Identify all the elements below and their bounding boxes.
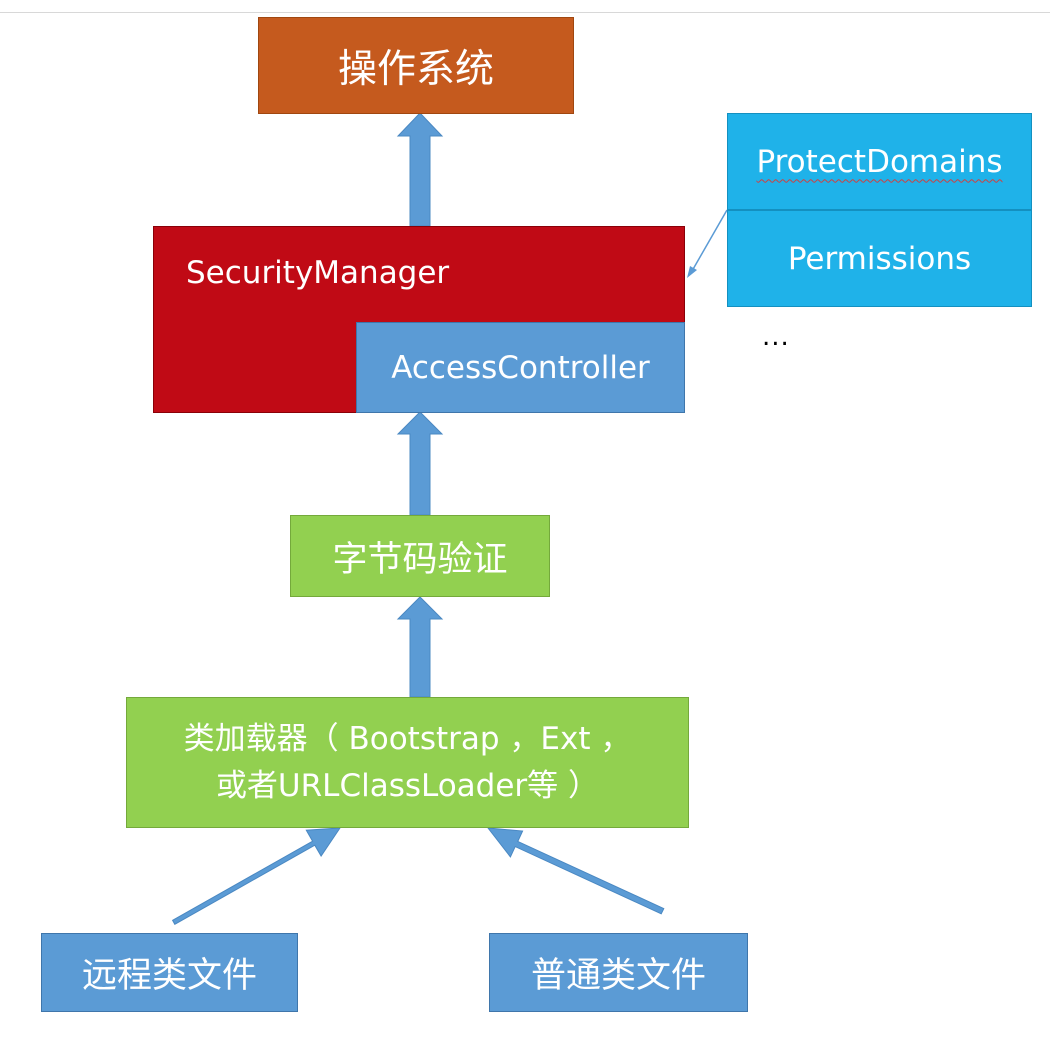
arrow-bytecode-to-access-controller	[396, 411, 444, 516]
permissions-node: Permissions	[727, 210, 1032, 307]
normal-class-files-node: 普通类文件	[489, 933, 748, 1012]
class-loader-node: 类加载器（ Bootstrap ，Ext ， 或者URLClassLoader等…	[126, 697, 689, 828]
access-controller-node: AccessController	[356, 322, 685, 413]
arrow-normal-files-to-classloader	[486, 827, 665, 915]
top-divider	[0, 12, 1050, 13]
arrow-security-manager-to-os	[396, 112, 444, 227]
class-loader-label-line2: 或者URLClassLoader等 ）	[215, 767, 600, 804]
security-manager-label: SecurityManager	[186, 255, 450, 291]
bytecode-verify-node: 字节码验证	[290, 515, 550, 597]
normal-class-files-label: 普通类文件	[530, 956, 706, 996]
class-loader-label-line1: 类加载器（ Bootstrap ，Ext ，	[183, 721, 632, 757]
arrow-classloader-to-bytecode	[396, 596, 444, 698]
pointer-line-permissions-to-security-manager	[691, 209, 728, 272]
access-controller-label: AccessController	[391, 349, 650, 386]
os-node: 操作系统	[258, 17, 574, 114]
ellipsis-text: ...	[762, 322, 790, 352]
protect-domains-node: ProtectDomains	[727, 113, 1032, 210]
bytecode-verify-label: 字节码验证	[332, 539, 508, 580]
remote-class-files-node: 远程类文件	[41, 933, 298, 1012]
remote-class-files-label: 远程类文件	[81, 956, 257, 996]
protect-domains-label: ProtectDomains	[756, 143, 1003, 180]
pointer-head	[687, 266, 697, 278]
permissions-label: Permissions	[787, 240, 972, 277]
arrow-remote-files-to-classloader	[171, 827, 341, 925]
os-label: 操作系统	[337, 46, 494, 92]
